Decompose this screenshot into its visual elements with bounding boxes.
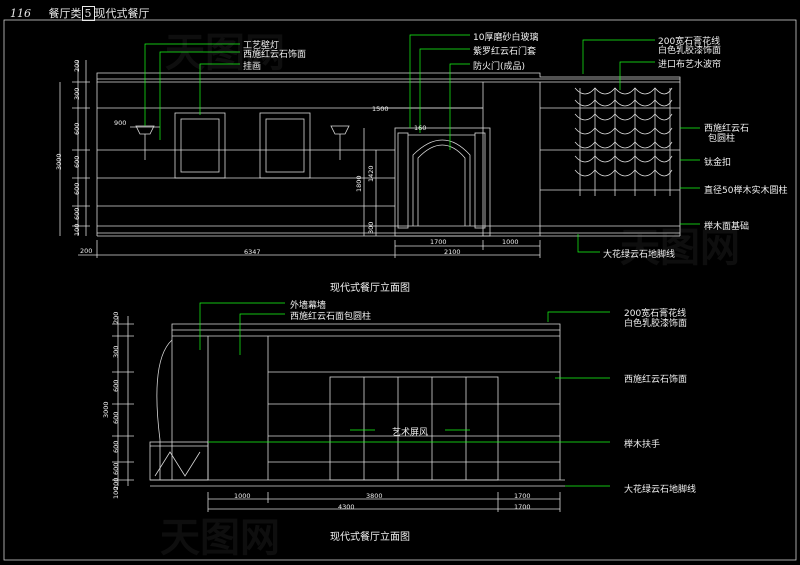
- label-curtain: 进口布艺水波帘: [658, 60, 722, 70]
- caption-bottom: 现代式餐厅立面图: [330, 532, 410, 543]
- label-beech-column: 直径50榉木实木圆柱: [704, 186, 788, 196]
- dim-bot-left-0: 200: [112, 311, 120, 324]
- label-baseboard-b: 大花绿云石地脚线: [624, 485, 697, 495]
- dim-bot-left-2: 600: [112, 379, 120, 392]
- label-latex-paint-b: 白色乳胶漆饰面: [624, 319, 688, 329]
- dim-bot-left-4: 600: [112, 440, 120, 453]
- label-round-column: 包圆柱: [708, 134, 736, 144]
- dim-bot-total: 3000: [102, 401, 110, 418]
- label-red-marble: 西施红云石: [704, 124, 750, 134]
- dim-top-mid-1: 1420: [367, 165, 375, 182]
- dim-top-total: 3000: [55, 153, 63, 170]
- dim-top-left-2: 600: [73, 122, 81, 135]
- dim-bot-b-3: 4300: [338, 503, 355, 511]
- dim-top-mid-2: 300: [367, 221, 375, 234]
- dim-bot-left-7: 100: [112, 486, 120, 499]
- dim-top-left-5: 600: [73, 207, 81, 220]
- label-fire-door: 防火门(成品): [473, 62, 526, 72]
- dim-top-left-4: 600: [73, 182, 81, 195]
- dim-top-left-6: 100: [73, 223, 81, 236]
- label-titanium-trim: 钛金扣: [704, 158, 732, 168]
- top-elevation: [59, 60, 681, 258]
- label-marble-finish-b: 西施红云石饰面: [624, 375, 688, 385]
- label-red-marble-finish: 西施红云石饰面: [243, 50, 307, 60]
- dim-top-b-2: 2100: [444, 248, 461, 256]
- label-green-baseboard: 大花绿云石地脚线: [603, 250, 676, 260]
- top-leaders: [144, 34, 700, 253]
- label-beech-base: 榉木面基础: [704, 222, 750, 232]
- label-door-trim: 紫罗红云石门套: [473, 47, 537, 57]
- page-number: 116: [10, 7, 31, 20]
- dim-top-b-0: 200: [80, 247, 93, 255]
- dim-bot-left-5: 600: [112, 462, 120, 475]
- dim-bot-left-3: 600: [112, 411, 120, 424]
- dim-bot-left-1: 300: [112, 345, 120, 358]
- caption-top: 现代式餐厅立面图: [330, 283, 410, 294]
- label-art-screen: 艺术屏风: [392, 428, 429, 438]
- dim-bot-b-4: 1700: [514, 503, 531, 511]
- header-index: 5: [81, 6, 95, 21]
- dim-top-mid-0: 1800: [355, 175, 363, 192]
- header-category: 餐厅类: [48, 7, 82, 20]
- dim-bot-b-1: 3800: [366, 492, 383, 500]
- dim-top-h-2: 160: [414, 124, 427, 132]
- sheet-border: [3, 19, 797, 561]
- label-latex-paint: 白色乳胶漆饰面: [658, 46, 722, 56]
- dim-top-left-1: 300: [73, 87, 81, 100]
- dim-bot-b-2: 1700: [514, 492, 531, 500]
- label-gypsum-molding: 200宽石膏花线: [658, 37, 721, 47]
- label-marble-column: 西施红云石面包圆柱: [290, 312, 372, 322]
- dim-top-left-3: 600: [73, 155, 81, 168]
- bottom-elevation: [112, 316, 565, 512]
- dim-top-b-1: 6347: [244, 248, 261, 256]
- label-frosted-glass: 10厚磨砂白玻璃: [473, 33, 539, 43]
- label-painting: 挂画: [243, 62, 262, 72]
- label-handrail: 榉木扶手: [624, 440, 661, 450]
- dim-top-b-3: 1700: [430, 238, 447, 246]
- label-gypsum-molding-b: 200宽石膏花线: [624, 309, 687, 319]
- header-title: 现代式餐厅: [94, 7, 150, 20]
- dim-top-h-0: 900: [114, 119, 127, 127]
- dim-top-h-1: 1500: [372, 105, 389, 113]
- label-wall-sconce: 工艺壁灯: [243, 41, 280, 51]
- dim-top-left-0: 200: [73, 59, 81, 72]
- dim-top-b-4: 1000: [502, 238, 519, 246]
- label-curtain-wall: 外墙幕墙: [290, 301, 327, 311]
- dim-bot-b-0: 1000: [234, 492, 251, 500]
- bottom-leaders: [199, 302, 610, 487]
